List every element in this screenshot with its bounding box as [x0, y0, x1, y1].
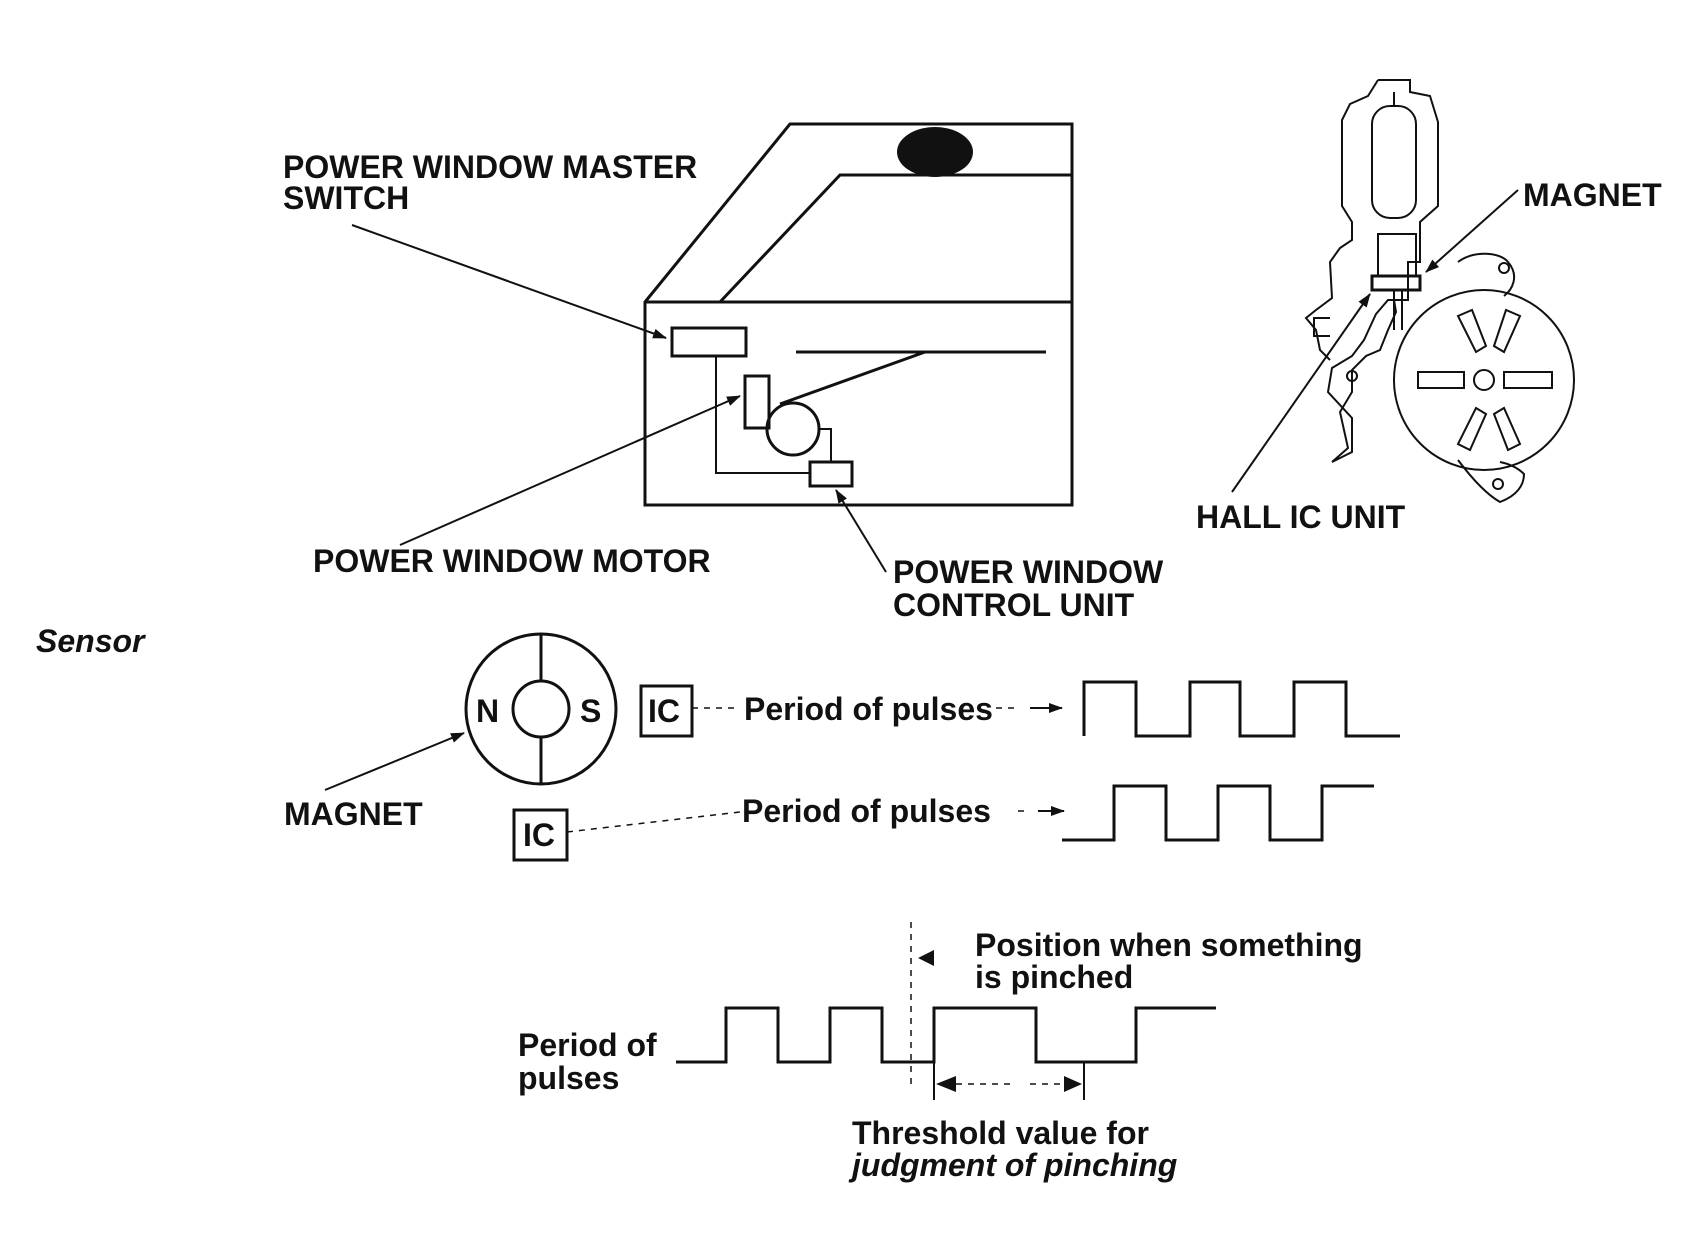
pulses-1-label: Period of pulses [744, 691, 993, 727]
motor-circle [765, 401, 821, 457]
motor-label: POWER WINDOW MOTOR [313, 543, 711, 579]
magnet-sensor-label: MAGNET [284, 796, 423, 832]
period-label-line2: pulses [518, 1060, 619, 1096]
master-switch-box [670, 326, 748, 358]
master-switch-label-line2: SWITCH [283, 180, 409, 216]
pulse-waveform-2 [1062, 784, 1374, 842]
ic-1-label: IC [648, 693, 680, 729]
pinched-label-line2: is pinched [975, 959, 1133, 995]
control-unit-label-line1: POWER WINDOW [893, 554, 1164, 590]
pole-n-label: N [476, 693, 499, 729]
door-illustration [643, 122, 1074, 507]
pinch-marker-arrow [918, 950, 934, 966]
control-unit-box [808, 460, 854, 488]
pinch-waveform [676, 1006, 1216, 1064]
threshold-arrow-right [1064, 1076, 1082, 1092]
threshold-label-line1: Threshold value for [852, 1115, 1149, 1151]
motor-box [743, 374, 771, 430]
ic-box-1 [639, 684, 694, 738]
motor-magnet-ring [1370, 274, 1422, 292]
ic-box-2 [512, 808, 569, 862]
hall-ic-unit-label: HALL IC UNIT [1196, 499, 1406, 535]
ic-2-label: IC [523, 817, 555, 853]
magnet-sensor-disc: N S [464, 632, 618, 786]
sensor-heading: Sensor [36, 623, 146, 659]
control-unit-label-line2: CONTROL UNIT [893, 587, 1135, 623]
gear-wheel [1393, 289, 1575, 471]
period-label-line1: Period of [518, 1027, 657, 1063]
pulses-2-label: Period of pulses [742, 793, 991, 829]
pinched-label-line1: Position when something [975, 927, 1363, 963]
magnet-top-label: MAGNET [1523, 177, 1662, 213]
pulse-waveform-1 [1082, 680, 1400, 738]
master-switch-label-line1: POWER WINDOW MASTER [283, 149, 697, 185]
threshold-arrow-left [936, 1076, 956, 1092]
pole-s-label: S [580, 693, 601, 729]
mirror-shape [897, 127, 973, 177]
motor-assembly-illustration [1304, 79, 1575, 504]
threshold-label-line2: judgment of pinching [848, 1147, 1177, 1183]
